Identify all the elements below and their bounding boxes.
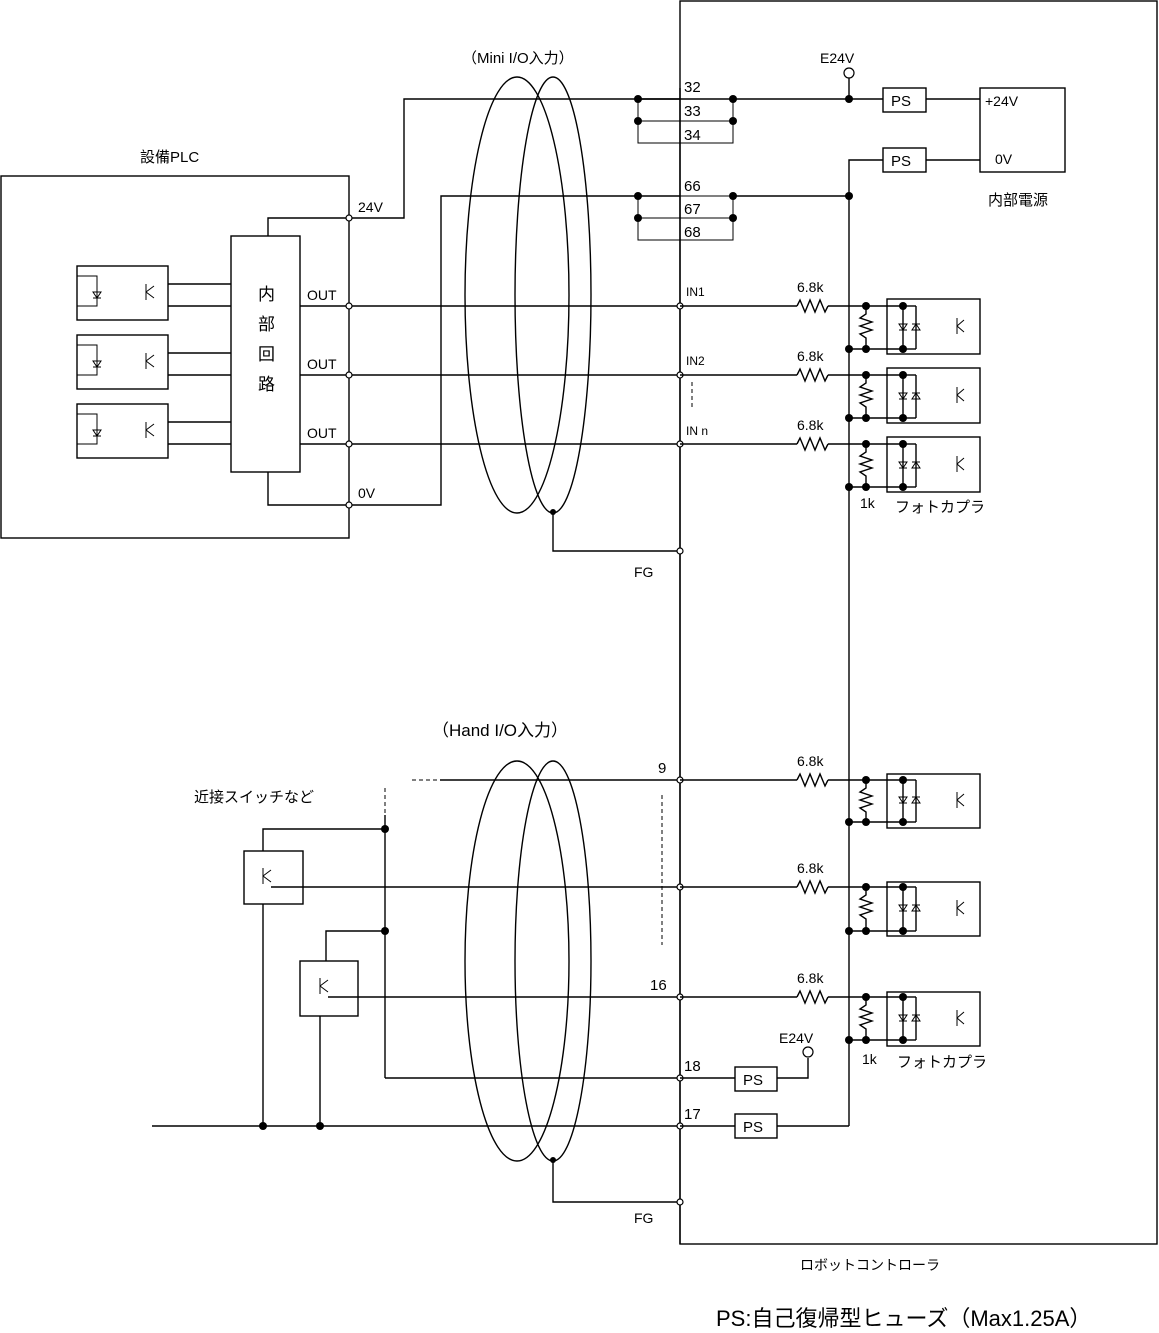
internal-circuit-char-4: 路: [258, 375, 275, 394]
hand-io-label: （Hand I/O入力）: [432, 721, 568, 740]
input-channel-inn: IN n 6.8k: [676, 417, 981, 493]
internal-circuit-box: [230, 235, 301, 473]
res-68k-label-4: 6.8k: [797, 753, 824, 769]
mini-io-cable-shield-a: [464, 76, 570, 514]
input-channel-pin-mid: 6.8k: [680, 860, 981, 937]
ps-label-2: PS: [891, 153, 911, 170]
input-channel-in1: IN1 6.8k: [676, 279, 981, 355]
internal-0v-label: 0V: [995, 151, 1013, 167]
pin-16: 16: [650, 977, 667, 994]
proximity-switch-2: [299, 930, 680, 1126]
pin-67: 67: [684, 201, 701, 218]
ps-label-3: PS: [743, 1072, 763, 1089]
pin-in1: IN1: [686, 285, 705, 299]
out-label-3: OUT: [307, 425, 337, 441]
pin-66: 66: [684, 178, 701, 195]
ps-fuse-3: [734, 1066, 778, 1092]
res-68k-label-3: 6.8k: [797, 417, 824, 433]
internal-power-label: 内部電源: [988, 192, 1048, 209]
internal-circuit-char-2: 部: [258, 315, 275, 334]
robot-controller-label: ロボットコントローラ: [800, 1257, 940, 1273]
input-channel-pin16: 6.8k: [680, 970, 981, 1047]
res-1k-label-1: 1k: [860, 495, 876, 511]
plc-output-photocoupler-1: [76, 265, 231, 321]
input-channel-pin9: 6.8k: [680, 753, 981, 829]
internal-power-box: [979, 87, 1066, 173]
hand-io-cable-shield-b: [514, 760, 592, 1162]
mini-io-cable-shield-b: [514, 76, 592, 514]
res-68k-label-1: 6.8k: [797, 279, 824, 295]
pins-66-68: 66 67 68: [634, 178, 737, 241]
pin-inn: IN n: [686, 424, 708, 438]
out-label-1: OUT: [307, 287, 337, 303]
plc-output-photocoupler-2: [76, 334, 231, 390]
internal-circuit-char-1: 内: [258, 285, 275, 304]
out-label-2: OUT: [307, 356, 337, 372]
internal-circuit-char-3: 回: [258, 345, 275, 364]
plc-24v-label: 24V: [358, 199, 384, 215]
fg-label-1: FG: [634, 564, 653, 580]
photocoupler-label-1: フォトカプラ: [895, 499, 985, 516]
ps-label-4: PS: [743, 1119, 763, 1136]
plc-output-photocoupler-3: [76, 403, 231, 459]
res-68k-label-2: 6.8k: [797, 348, 824, 364]
pin-17: 17: [684, 1106, 701, 1123]
res-68k-label-5: 6.8k: [797, 860, 824, 876]
ps-label-1: PS: [891, 93, 911, 110]
pin-9: 9: [658, 760, 666, 777]
pin-33: 33: [684, 103, 701, 120]
footnote-ps: PS:自己復帰型ヒューズ（Max1.25A）: [716, 1306, 1091, 1331]
plus24v-label: +24V: [985, 93, 1019, 109]
plc-title: 設備PLC: [140, 149, 199, 166]
pin-in2: IN2: [686, 354, 705, 368]
fg-label-2: FG: [634, 1210, 653, 1226]
pin-68: 68: [684, 224, 701, 241]
pin-32: 32: [684, 79, 701, 96]
plc-0v-label: 0V: [358, 485, 376, 501]
res-1k-label-2: 1k: [862, 1051, 878, 1067]
hand-io-cable-shield-a: [464, 760, 570, 1162]
plc-box: [0, 175, 350, 539]
e24v-label-2: E24V: [779, 1030, 814, 1046]
proximity-switch-1: [243, 828, 680, 1126]
pins-32-34: 32 33 34: [634, 79, 737, 144]
ps-fuse-4: [734, 1113, 778, 1139]
proximity-switch-label: 近接スイッチなど: [194, 789, 314, 806]
e24v-label-1: E24V: [820, 50, 855, 66]
photocoupler-label-2: フォトカプラ: [897, 1054, 987, 1071]
mini-io-label: （Mini I/O入力）: [462, 50, 574, 67]
res-68k-label-6: 6.8k: [797, 970, 824, 986]
pin-18: 18: [684, 1058, 701, 1075]
pin-34: 34: [684, 127, 701, 144]
input-channel-in2: IN2 6.8k: [676, 348, 981, 424]
ps-fuse-1: [882, 87, 927, 113]
